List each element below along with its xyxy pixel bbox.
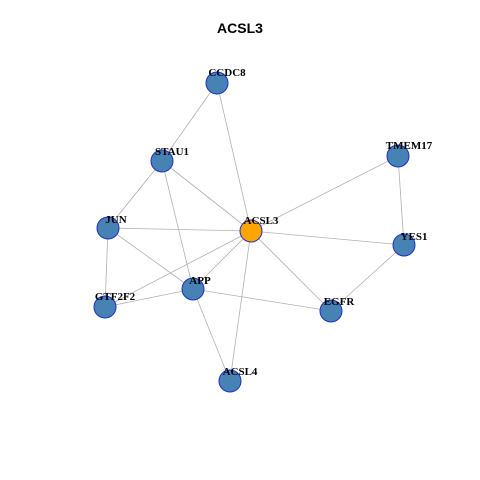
node-circle-gtf2f2 xyxy=(93,295,117,319)
node-circle-egfr xyxy=(319,299,343,323)
edge-layer xyxy=(104,82,405,382)
node-circle-stau1 xyxy=(150,149,174,173)
edge-acsl3-acsl4 xyxy=(229,230,252,382)
node-acsl3: ACSL3 xyxy=(239,215,279,243)
node-jun: JUN xyxy=(96,214,127,240)
node-circle-yes1 xyxy=(392,233,416,257)
edge-ccdc8-stau1 xyxy=(161,82,218,162)
node-circle-ccdc8 xyxy=(205,71,229,95)
node-label-yes1: YES1 xyxy=(401,231,428,243)
edge-jun-app xyxy=(107,227,194,290)
node-label-egfr: EGFR xyxy=(324,296,356,308)
node-circle-jun xyxy=(96,216,120,240)
node-acsl4: ACSL4 xyxy=(218,366,258,393)
edge-acsl3-stau1 xyxy=(161,160,252,232)
edge-acsl3-app xyxy=(192,230,252,290)
edge-stau1-app xyxy=(161,160,194,290)
edge-app-gtf2f2 xyxy=(104,288,194,308)
edge-acsl3-tmem17 xyxy=(250,155,399,232)
edge-app-egfr xyxy=(192,288,332,312)
edge-acsl3-yes1 xyxy=(250,230,405,246)
node-stau1: STAU1 xyxy=(150,146,189,173)
node-ccdc8: CCDC8 xyxy=(205,67,246,95)
graph-title: ACSL3 xyxy=(217,20,263,36)
edge-acsl3-jun xyxy=(107,227,252,232)
edge-acsl3-gtf2f2 xyxy=(104,230,252,308)
edge-acsl3-ccdc8 xyxy=(216,82,252,232)
node-label-acsl4: ACSL4 xyxy=(223,366,258,378)
edge-jun-gtf2f2 xyxy=(104,227,109,308)
node-circle-tmem17 xyxy=(386,144,410,168)
node-circle-acsl3 xyxy=(239,219,263,243)
node-label-gtf2f2: GTF2F2 xyxy=(95,291,136,303)
node-label-stau1: STAU1 xyxy=(155,146,189,158)
node-app: APP xyxy=(181,275,211,301)
edge-tmem17-yes1 xyxy=(397,155,405,246)
node-egfr: EGFR xyxy=(319,296,356,323)
edge-yes1-egfr xyxy=(330,244,405,312)
node-yes1: YES1 xyxy=(392,231,428,257)
node-gtf2f2: GTF2F2 xyxy=(93,291,136,319)
node-circle-acsl4 xyxy=(218,369,242,393)
edge-app-acsl4 xyxy=(192,288,231,382)
node-label-acsl3: ACSL3 xyxy=(244,215,279,227)
node-label-ccdc8: CCDC8 xyxy=(208,67,246,79)
node-circle-app xyxy=(181,277,205,301)
node-tmem17: TMEM17 xyxy=(386,140,433,168)
edge-acsl3-egfr xyxy=(250,230,332,312)
node-label-jun: JUN xyxy=(105,214,126,226)
node-label-app: APP xyxy=(189,275,211,287)
edge-stau1-jun xyxy=(107,160,163,229)
node-label-tmem17: TMEM17 xyxy=(386,140,433,152)
